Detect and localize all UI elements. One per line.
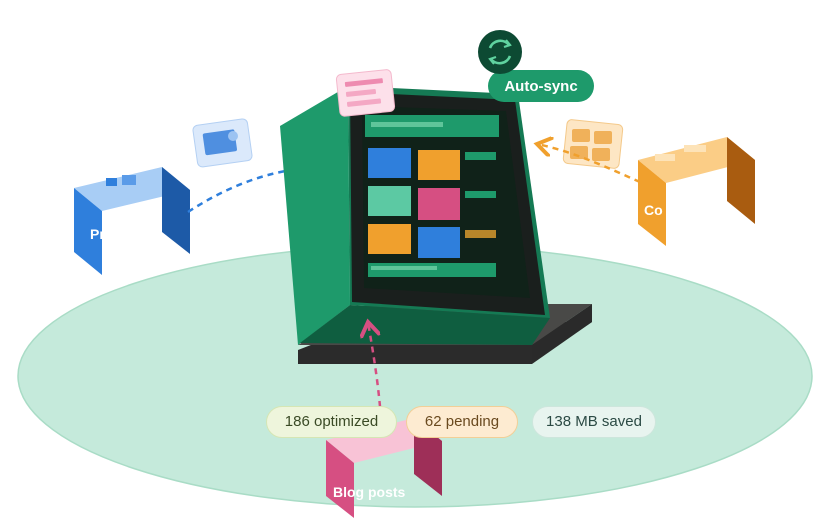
- products-source[interactable]: Pr: [74, 167, 190, 275]
- products-label: Pr: [90, 226, 105, 242]
- monitor: [280, 86, 592, 364]
- screen-tile: [418, 188, 460, 220]
- image-card-icon: [192, 118, 253, 168]
- text-card-icon: [335, 69, 396, 117]
- auto-sync-badge[interactable]: Auto-sync: [488, 70, 594, 102]
- stat-optimized: 186 optimized: [266, 406, 397, 438]
- grid-card-icon: [562, 119, 624, 169]
- collections-flow-arrow: [537, 144, 641, 184]
- auto-sync-label: Auto-sync: [504, 78, 577, 95]
- stat-saved: 138 MB saved: [532, 406, 656, 438]
- screen-tile: [368, 148, 411, 178]
- screen-tile: [368, 186, 411, 216]
- blog-posts-label: Blog posts: [333, 484, 406, 500]
- collections-label: Co: [644, 202, 663, 218]
- screen-tile: [368, 224, 411, 254]
- stat-pending: 62 pending: [406, 406, 518, 438]
- screen-tile: [418, 150, 460, 180]
- collections-source[interactable]: Co: [638, 137, 755, 246]
- sync-icon[interactable]: [478, 30, 522, 74]
- screen-tile: [418, 227, 460, 258]
